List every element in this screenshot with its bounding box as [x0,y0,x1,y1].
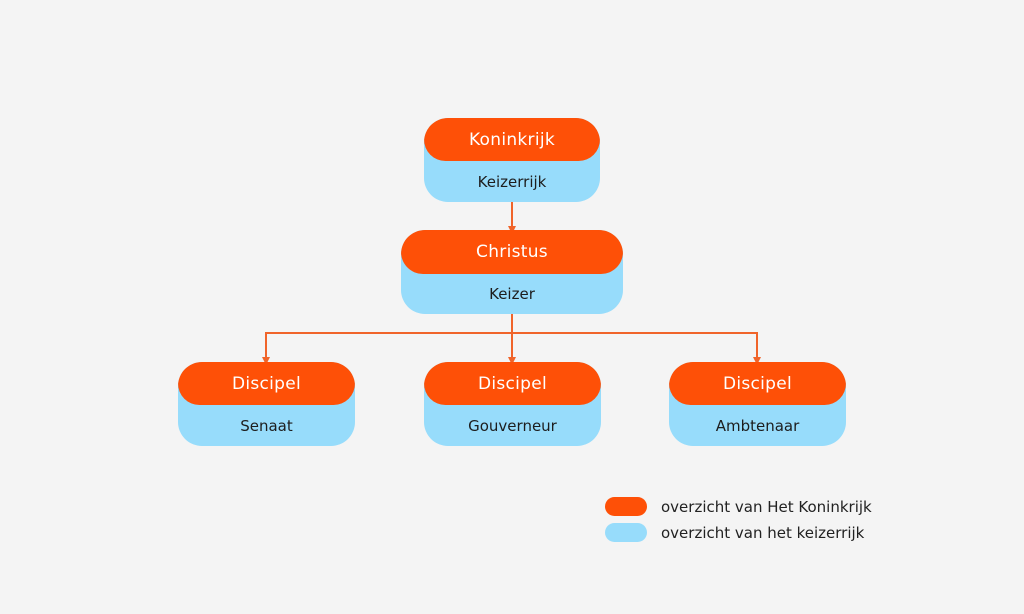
node-left: Discipel Senaat [178,362,355,446]
legend-swatch-empire [605,523,647,542]
legend-item-empire: overzicht van het keizerrijk [605,523,864,542]
node-top: Koninkrijk Keizerrijk [424,118,600,202]
node-right: Discipel Ambtenaar [669,362,846,446]
legend-item-kingdom: overzicht van Het Koninkrijk [605,497,872,516]
node-top-empire-label: Keizerrijk [477,172,547,191]
node-right-kingdom-label: Discipel [669,362,846,405]
legend-swatch-kingdom [605,497,647,516]
node-left-kingdom-label: Discipel [178,362,355,405]
node-right-empire-label: Ambtenaar [715,416,800,435]
node-center-kingdom-label: Discipel [424,362,601,405]
legend-label-empire: overzicht van het keizerrijk [661,523,865,542]
node-middle: Christus Keizer [401,230,623,314]
node-middle-kingdom-label: Christus [401,230,623,274]
node-center: Discipel Gouverneur [424,362,601,446]
node-center-empire-label: Gouverneur [468,416,557,435]
node-top-kingdom-label: Koninkrijk [424,118,600,161]
legend-label-kingdom: overzicht van Het Koninkrijk [661,497,872,516]
node-left-empire-label: Senaat [240,416,293,435]
node-middle-empire-label: Keizer [489,285,535,303]
